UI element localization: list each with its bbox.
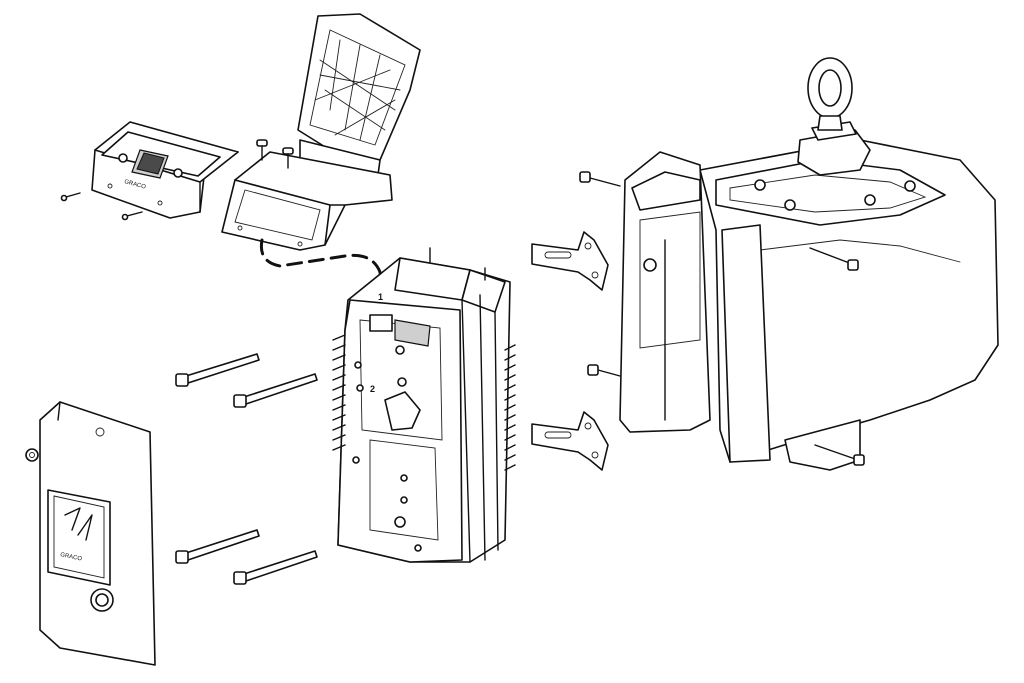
motor-bolt-right: [809, 247, 859, 271]
ref-number-1: 1: [378, 292, 383, 302]
display-bracket-open-lid: [221, 13, 421, 251]
bracket-screw-a: [256, 139, 268, 161]
motor-bolt-bottom: [814, 444, 865, 466]
motor-bolt-top: [579, 171, 621, 187]
mounting-plate-lower: [531, 411, 609, 471]
control-module: 1 2: [332, 247, 516, 563]
long-bolt-4: [233, 550, 318, 585]
long-bolt-3: [175, 529, 260, 564]
mounting-plate-upper: [531, 231, 609, 291]
ref-number-2: 2: [370, 384, 375, 394]
display-module: GRACO: [91, 121, 239, 219]
long-bolt-1: [175, 353, 260, 387]
motor-side-bracket: [619, 151, 711, 433]
motor-bolt-mid: [587, 364, 621, 377]
display-screw-bottom: [121, 211, 143, 221]
lifting-eye: [807, 57, 853, 131]
display-screw-left: [60, 192, 81, 202]
display-brand-label: GRACO: [123, 179, 146, 191]
cable-route-dashed: [259, 238, 384, 294]
cover-brand-label: GRACO: [60, 552, 83, 563]
front-cover: GRACO: [39, 401, 156, 666]
bracket-screw-b: [282, 147, 294, 169]
cover-nut: [25, 448, 39, 462]
motor-housing: [699, 121, 999, 471]
long-bolt-2: [233, 373, 318, 408]
